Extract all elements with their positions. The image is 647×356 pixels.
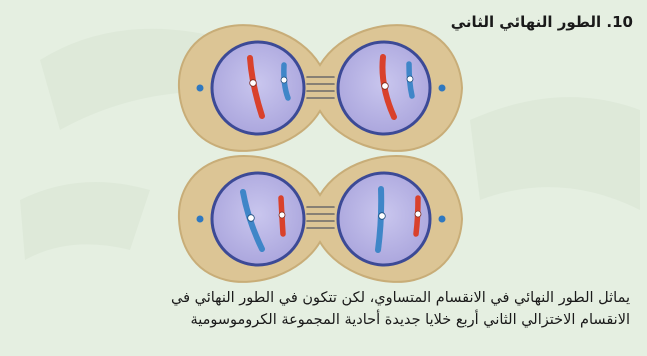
bottom-cell-pair — [177, 154, 464, 283]
bottom-left-nucleus — [210, 171, 306, 267]
figure-caption: يماثل الطور النهائي في الانقسام المتساوي… — [80, 287, 630, 331]
top-left-centriole — [196, 84, 204, 92]
bottom-left-chromosomes — [240, 189, 286, 252]
bottom-right-chromosomes — [375, 186, 422, 253]
caption-line: يماثل الطور النهائي في الانقسام المتساوي… — [171, 290, 630, 306]
top-right-chromosomes — [379, 54, 415, 120]
top-cell-pair — [177, 24, 464, 152]
top-right-centriole — [438, 84, 446, 92]
bottom-spindle-lines — [306, 206, 335, 229]
top-spindle-lines — [306, 76, 335, 99]
caption-line: الانقسام الاختزالي الثاني أربع خلايا جدي… — [190, 312, 630, 328]
top-left-chromosomes — [247, 55, 291, 119]
bottom-right-centriole — [438, 215, 446, 223]
figure-title: 10. الطور النهائي الثاني — [450, 13, 633, 31]
bottom-left-centriole — [196, 215, 204, 223]
top-left-nucleus — [210, 40, 306, 136]
